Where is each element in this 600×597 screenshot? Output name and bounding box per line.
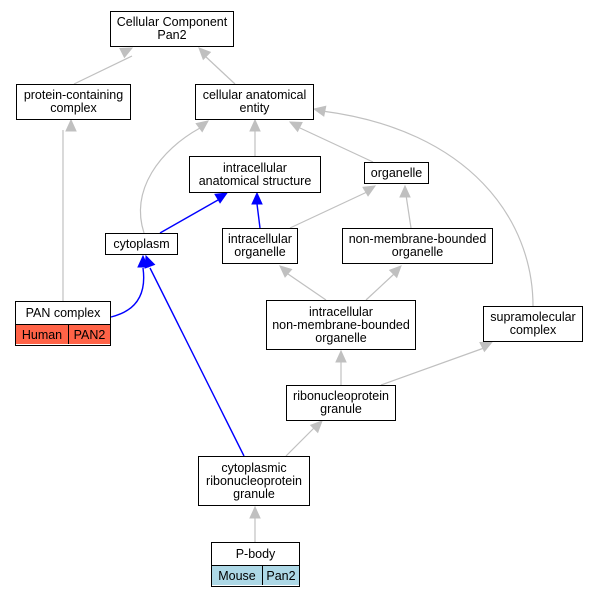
- edge-protein-to-root-arrowhead: [119, 47, 134, 59]
- edge-cyto-to-cae: [139, 127, 201, 234]
- edge-inmb-to-nmb: [365, 273, 395, 301]
- node-label-line: cytoplasm: [113, 236, 170, 251]
- node-pan-complex[interactable]: PAN complex Human PAN2: [15, 301, 111, 346]
- node-label-line: non-membrane-bounded: [272, 317, 410, 332]
- edge-nmb-to-org-arrowhead: [399, 184, 411, 198]
- edge-crnp-to-cyto-arrowhead: [144, 254, 156, 269]
- edge-crnp-to-cyto: [149, 267, 245, 457]
- node-p-body[interactable]: P-body Mouse Pan2: [211, 542, 300, 587]
- gene-annotation-row: Mouse Pan2: [212, 566, 299, 585]
- species-cell: Mouse: [212, 566, 262, 585]
- edge-pan-to-protein-arrowhead: [65, 118, 77, 132]
- node-label-line: complex: [509, 323, 557, 337]
- edge-rnp-to-supra-arrowhead: [479, 341, 494, 353]
- node-label-line: supramolecular: [490, 310, 576, 324]
- node-label-line: organelle: [391, 245, 444, 259]
- node-label-line: protein-containing: [23, 88, 124, 102]
- edge-cyto-to-cae-arrowhead: [195, 120, 209, 133]
- edge-pan-to-cyto: [110, 267, 145, 318]
- edge-io-to-org: [289, 191, 368, 229]
- node-label-line: cytoplasmic: [221, 460, 287, 475]
- edge-org-to-cae-arrowhead: [288, 121, 303, 133]
- species-cell: Human: [16, 325, 68, 344]
- gene-annotation-row: Human PAN2: [16, 325, 110, 344]
- edge-supra-to-cae-arrowhead: [312, 105, 327, 117]
- edge-supra-to-cae: [321, 110, 534, 307]
- edge-inmb-to-nmb-arrowhead: [388, 265, 402, 279]
- node-label-line: intracellular: [228, 232, 292, 246]
- node-label-line: granule: [320, 402, 362, 416]
- node-title: PAN complex: [16, 302, 110, 325]
- node-label-line: granule: [233, 486, 275, 501]
- node-label-line: anatomical structure: [198, 173, 312, 188]
- node-label-line: organelle: [234, 245, 286, 259]
- edge-pbody-to-crnp-arrowhead: [249, 505, 261, 519]
- node-label-line: organelle: [370, 165, 423, 180]
- gene-cell: PAN2: [68, 325, 110, 344]
- node-organelle[interactable]: organelle: [364, 162, 429, 184]
- node-label-line: ribonucleoprotein: [293, 389, 389, 403]
- edge-cyto-to-ias-arrowhead: [214, 192, 229, 204]
- edge-nmb-to-org: [405, 194, 412, 229]
- edge-io-to-ias-arrowhead: [251, 191, 263, 205]
- gene-cell: Pan2: [262, 566, 299, 585]
- node-label-line: non-membrane-bounded: [348, 232, 487, 246]
- edge-io-to-org-arrowhead: [362, 185, 377, 197]
- edge-cae-to-root: [204, 55, 236, 85]
- edge-crnp-to-rnp: [285, 427, 315, 457]
- node-label-line: ribonucleoprotein: [206, 473, 302, 488]
- node-label-line: Cellular Component: [116, 15, 228, 29]
- node-label-line: intracellular: [223, 160, 287, 175]
- edge-inmb-to-io: [287, 273, 327, 301]
- edge-rnp-to-supra: [380, 347, 485, 386]
- edge-rnp-to-inmb-arrowhead: [335, 349, 347, 363]
- node-label-line: organelle: [315, 330, 367, 345]
- node-label-line: complex: [50, 101, 97, 115]
- edge-inmb-to-io-arrowhead: [279, 265, 293, 278]
- edge-protein-to-root: [73, 55, 133, 85]
- node-label-line: cellular anatomical: [202, 88, 307, 102]
- edge-ias-to-cae-arrowhead: [249, 118, 261, 132]
- node-label-line: Pan2: [157, 28, 187, 42]
- node-cytoplasm[interactable]: cytoplasm: [105, 233, 178, 255]
- node-title: P-body: [212, 543, 299, 566]
- node-label-line: entity: [239, 101, 270, 115]
- edge-cae-to-root-arrowhead: [198, 47, 212, 61]
- node-label-line: intracellular: [309, 304, 373, 319]
- edge-cyto-to-ias: [159, 199, 219, 234]
- edge-org-to-cae: [299, 127, 374, 163]
- edge-io-to-ias: [256, 203, 261, 229]
- edge-crnp-to-rnp-arrowhead: [309, 420, 323, 434]
